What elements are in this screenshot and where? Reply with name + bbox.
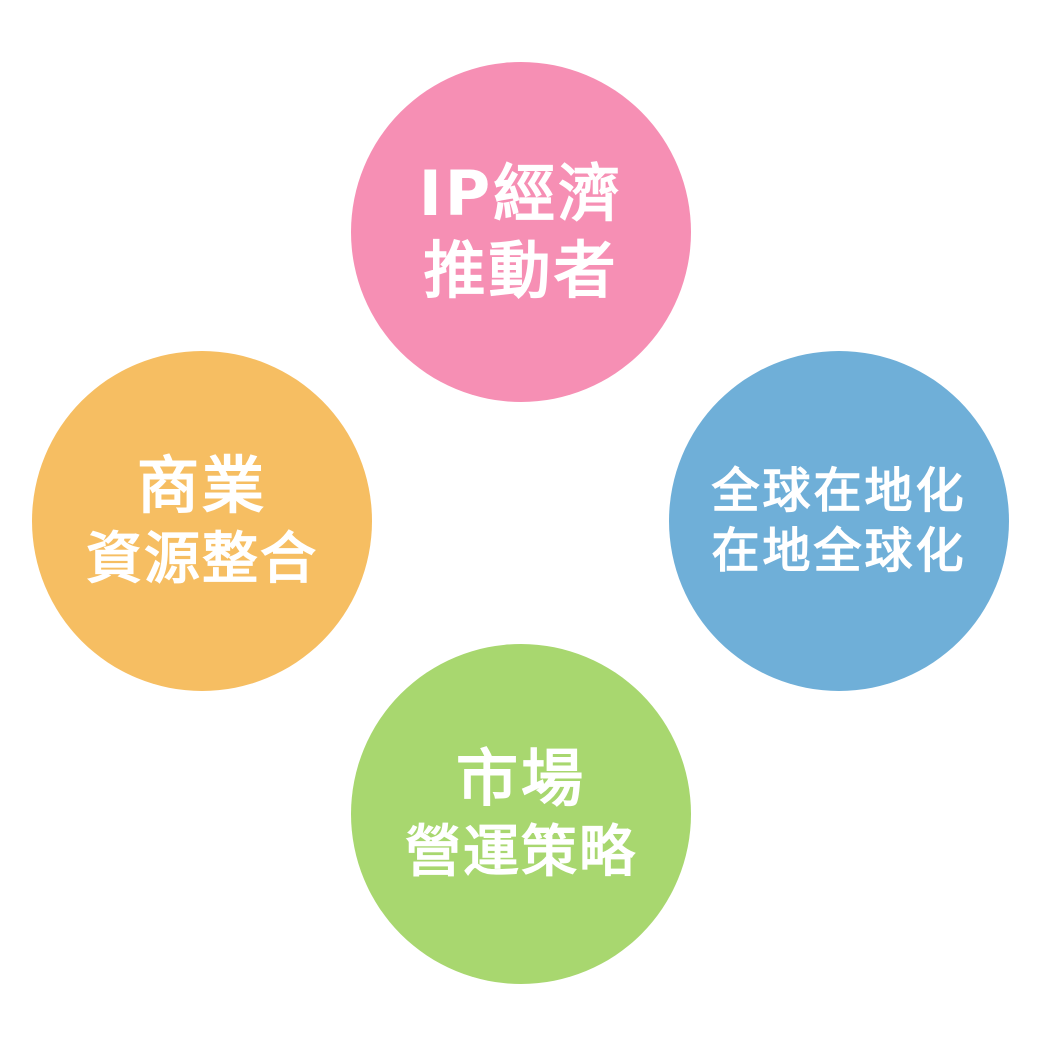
circle-bottom-line2: 營運策略 bbox=[405, 819, 637, 885]
circle-market-strategy: 市場 營運策略 bbox=[351, 644, 691, 984]
circle-business-resources: 商業 資源整合 bbox=[32, 351, 372, 691]
circle-top-line2: 推動者 bbox=[423, 234, 619, 307]
circle-right-line2: 在地全球化 bbox=[711, 523, 967, 579]
circle-top-line1: IP經濟 bbox=[418, 156, 624, 230]
circle-left-line2: 資源整合 bbox=[86, 526, 318, 592]
circle-left-line1: 商業 bbox=[136, 449, 267, 523]
circle-right-line1: 全球在地化 bbox=[711, 463, 967, 519]
circle-glocalization: 全球在地化 在地全球化 bbox=[669, 351, 1009, 691]
circle-bottom-line1: 市場 bbox=[455, 742, 586, 816]
circle-ip-economy: IP經濟 推動者 bbox=[351, 62, 691, 402]
